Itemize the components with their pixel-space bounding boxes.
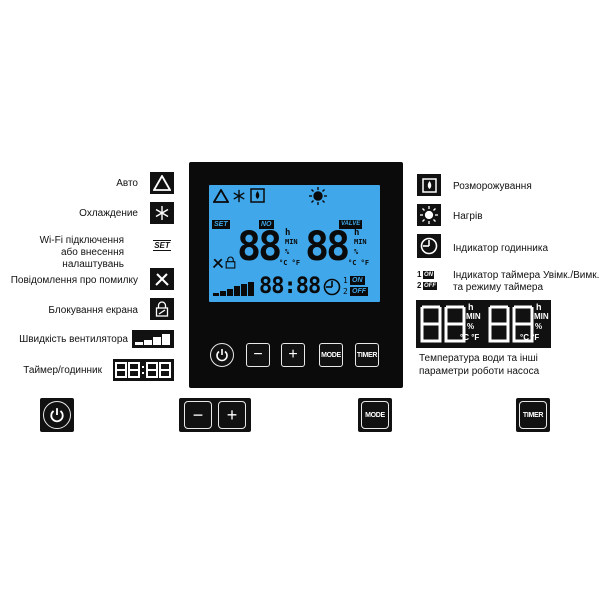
fan-speed-icon — [132, 330, 174, 348]
lcd-set-tag: SET — [212, 220, 230, 229]
wifi-label-line1: Wi-Fi підключення — [39, 235, 124, 246]
mode-button-large[interactable]: MODE — [358, 398, 392, 432]
defrost-icon — [417, 174, 441, 196]
auto-label: Авто — [116, 178, 138, 189]
lcd-h-right: h — [354, 228, 360, 238]
lcd-screen: SET NO VALVE 88 h MIN % °C °F 88 h MIN %… — [209, 185, 380, 302]
timer-indicator-label-line1: Індикатор таймера Увімк./Вимк. — [453, 270, 600, 281]
lcd-timer-1: 1 — [343, 276, 348, 285]
water-temp-label-line2: параметри роботи насоса — [419, 366, 540, 377]
lcd-digits-right: 88 — [305, 224, 350, 270]
big-units-right: °C °F — [520, 333, 540, 342]
timer-clock-label: Таймер/годинник — [23, 365, 102, 376]
big-min: MIN — [466, 312, 481, 321]
timer-indicator-label-line2: та режиму таймера — [453, 282, 544, 293]
clock-digits-icon — [113, 359, 174, 381]
lcd-pct-left: % — [285, 248, 290, 256]
lcd-pct-right: % — [354, 248, 359, 256]
lcd-tools-icon — [212, 258, 224, 269]
timer-button-large[interactable]: TIMER — [516, 398, 550, 432]
lcd-valve-tag: VALVE — [339, 220, 363, 229]
auto-icon — [150, 172, 174, 194]
heating-label: Нагрів — [453, 211, 483, 222]
lcd-defrost-icon — [250, 188, 265, 203]
lcd-snowflake-icon — [233, 189, 245, 203]
lcd-on-tag: ON — [350, 276, 365, 285]
big-pct: % — [467, 322, 475, 331]
big-h: h — [468, 302, 474, 312]
plus-button[interactable]: + — [281, 343, 305, 367]
lcd-fan-speed-icon — [213, 282, 254, 296]
clock-indicator-label: Індикатор годинника — [453, 243, 549, 254]
tools-icon — [150, 268, 174, 290]
power-button-large[interactable] — [40, 398, 74, 432]
lock-icon — [150, 298, 174, 320]
big-h-2: h — [536, 302, 542, 312]
big-pct-2: % — [535, 322, 543, 331]
clock-icon — [417, 234, 441, 258]
minus-plus-buttons-large: − + — [179, 398, 251, 432]
lock-label: Блокування екрана — [48, 305, 138, 316]
timer-onoff-icon: 1 ON 2 OFF — [417, 268, 441, 292]
lcd-clock: 88:88 — [259, 274, 321, 299]
lcd-min-right: MIN — [354, 238, 367, 246]
lcd-units-left: °C °F — [279, 259, 301, 267]
lcd-auto-icon — [213, 189, 229, 203]
lcd-clock-icon — [323, 278, 341, 296]
lcd-sun-icon — [309, 187, 327, 205]
mode-button[interactable]: MODE — [319, 343, 343, 367]
sun-icon — [417, 204, 441, 226]
lcd-min-left: MIN — [285, 238, 298, 246]
power-button[interactable] — [210, 343, 234, 367]
lcd-off-tag: OFF — [350, 287, 368, 296]
lcd-digits-left: 88 — [237, 224, 282, 270]
lcd-h-left: h — [285, 228, 291, 238]
cooling-label: Охлаждение — [79, 208, 138, 219]
control-panel: SET NO VALVE 88 h MIN % °C °F 88 h MIN %… — [189, 162, 403, 388]
defrost-label: Розморожування — [453, 181, 532, 192]
water-temp-label-line1: Температура води та інші — [419, 353, 538, 364]
lcd-timer-2: 2 — [343, 287, 348, 296]
timer-button[interactable]: TIMER — [355, 343, 379, 367]
lcd-units-right: °C °F — [348, 259, 370, 267]
snowflake-icon — [150, 202, 174, 224]
wifi-label-line2: або внесення налаштувань — [60, 247, 124, 270]
set-icon: SET — [150, 236, 174, 254]
big-units-left: °C °F — [460, 333, 480, 342]
lcd-no-tag: NO — [259, 220, 274, 229]
minus-button[interactable]: − — [246, 343, 270, 367]
minus-button-large[interactable]: − — [184, 401, 212, 429]
plus-button-large[interactable]: + — [218, 401, 246, 429]
lcd-lock-icon — [225, 256, 236, 269]
big-min-2: MIN — [534, 312, 549, 321]
error-label: Повідомлення про помилку — [10, 275, 138, 286]
fan-speed-label: Швидкість вентилятора — [19, 334, 128, 345]
water-temp-display-icon: h MIN % °C °F h MIN % °C °F — [416, 300, 551, 348]
